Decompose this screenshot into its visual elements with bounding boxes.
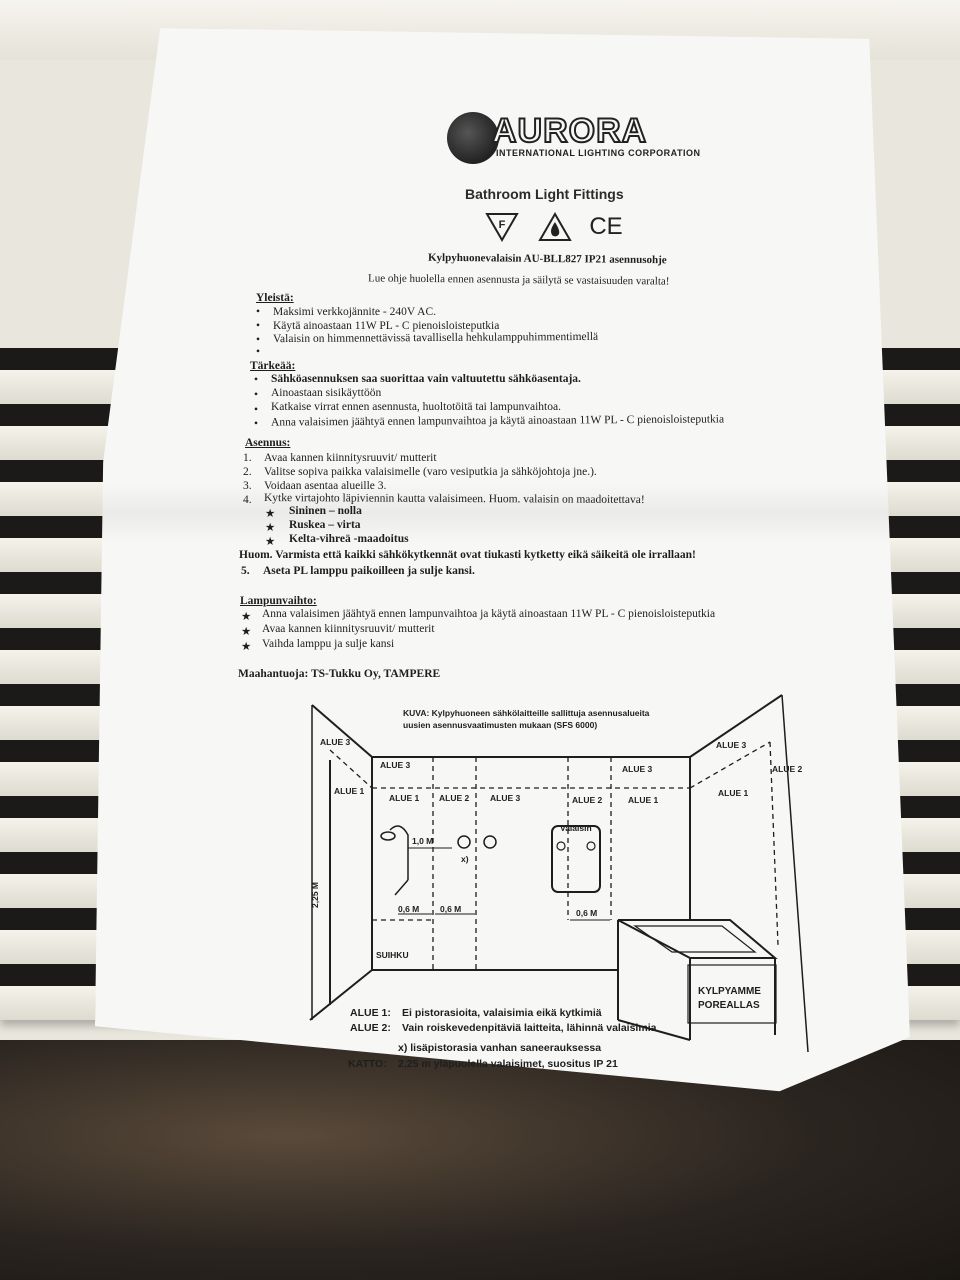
step-text: Valitse sopiva paikka valaisimelle (varo… [264, 466, 597, 478]
legend-text: 2,25 m yläpuolella valaisimet, suositus … [398, 1058, 618, 1070]
flame-triangle-icon [538, 212, 572, 241]
diagram-caption-2: uusien asennusvaatimusten mukaan (SFS 60… [403, 720, 597, 730]
shower-head-icon [380, 825, 409, 896]
logo-tagline: INTERNATIONAL LIGHTING CORPORATION [496, 148, 701, 158]
dimension-label: 0,6 M [398, 904, 419, 914]
step-number: 1. [243, 452, 252, 464]
dimension-label: 1,0 M [412, 836, 433, 846]
ce-mark-icon: CE [589, 213, 622, 240]
bath-label: POREALLAS [698, 1000, 760, 1011]
step-text: Aseta PL lamppu paikoilleen ja sulje kan… [263, 565, 475, 577]
step-text: Avaa kannen kiinnitysruuvit/ mutterit [264, 452, 437, 464]
step-number: 2. [243, 466, 252, 478]
luminaire-label: Valaisin [560, 823, 592, 833]
bullet-icon: • [256, 306, 261, 318]
general-item: Maksimi verkkojännite - 240V AC. [273, 306, 437, 318]
star-icon: ★ [265, 522, 276, 534]
legend-text: Ei pistorasioita, valaisimia eikä kytkim… [402, 1007, 602, 1019]
zone-label: ALUE 3 [490, 793, 521, 803]
ce-mark-letters: CE [589, 213, 622, 240]
luminaire-icon [551, 825, 601, 893]
general-heading: Yleistä: [256, 292, 294, 304]
dimension-label: 0,6 M [576, 908, 597, 918]
bullet-icon: • [254, 404, 259, 416]
zone-label: ALUE 2 [772, 764, 803, 774]
zone-label: ALUE 2 [439, 793, 470, 803]
f-mark-letter: F [499, 219, 506, 231]
step-number: 4. [243, 494, 252, 506]
legend-key: ALUE 2: [350, 1022, 391, 1034]
importer-text: Maahantuoja: TS-Tukku Oy, TAMPERE [238, 668, 441, 680]
lamp-change-item: Avaa kannen kiinnitysruuvit/ mutterit [262, 623, 435, 635]
wire-item: Sininen – nolla [289, 505, 362, 517]
step-number: 5. [241, 565, 250, 577]
important-item: Sähköasennuksen saa suorittaa vain valtu… [271, 373, 581, 385]
star-icon: ★ [241, 626, 252, 638]
bullet-icon: • [254, 389, 259, 401]
installation-heading: Asennus: [245, 437, 291, 449]
bullet-icon: • [256, 320, 261, 332]
legend-text: x) lisäpistorasia vanhan saneerauksessa [398, 1042, 601, 1054]
zone-label: ALUE 1 [718, 788, 749, 798]
star-icon: ★ [265, 536, 276, 548]
important-item: Katkaise virrat ennen asennusta, huoltot… [271, 401, 561, 413]
bullet-icon: • [254, 374, 259, 386]
step-text: Voidaan asentaa alueille 3. [264, 480, 387, 492]
step-number: 3. [243, 480, 252, 492]
zone-label: ALUE 3 [380, 760, 411, 770]
general-item: Käytä ainoastaan 11W PL - C pienoisloist… [273, 320, 500, 332]
zone-label: ALUE 2 [572, 795, 603, 805]
installation-note: Huom. Varmista että kaikki sähkökytkennä… [239, 549, 696, 561]
bullet-icon: • [256, 346, 261, 358]
diagram-caption-1: KUVA: Kylpyhuoneen sähkölaitteille salli… [403, 708, 650, 718]
lamp-change-item: Vaihda lamppu ja sulje kansi [262, 638, 395, 650]
important-item: Ainoastaan sisikäyttöön [271, 387, 382, 399]
bullet-icon: • [254, 418, 259, 430]
socket-icon [483, 835, 497, 849]
bath-label-box [687, 964, 777, 1024]
instruction-sheet [95, 28, 910, 1092]
lamp-change-heading: Lampunvaihto: [240, 595, 317, 607]
globe-logo-icon [447, 112, 499, 164]
socket-note-mark: x) [461, 854, 469, 864]
bath-label: KYLPYAMME [698, 986, 761, 997]
logo-wordmark: AURORA [491, 111, 648, 151]
lamp-change-item: Anna valaisimen jäähtyä ennen lampunvaih… [262, 608, 716, 620]
f-mark-icon: F [485, 213, 519, 242]
bullet-icon: • [256, 334, 261, 346]
zone-label: ALUE 1 [628, 795, 659, 805]
height-label: 2,25 M [310, 882, 320, 908]
zone-label: ALUE 3 [320, 737, 351, 747]
legend-key: KATTO: [348, 1058, 387, 1070]
zone-label: ALUE 1 [334, 786, 365, 796]
legend-text: Vain roiskevedenpitäviä laitteita, lähin… [402, 1022, 657, 1034]
wire-item: Kelta-vihreä -maadoitus [289, 533, 409, 545]
star-icon: ★ [241, 611, 252, 623]
socket-icon [457, 835, 471, 849]
star-icon: ★ [241, 641, 252, 653]
wire-item: Ruskea – virta [289, 519, 361, 531]
dimension-label: 0,6 M [440, 904, 461, 914]
shower-label: SUIHKU [376, 950, 409, 960]
important-heading: Tärkeää: [250, 360, 296, 372]
star-icon: ★ [265, 508, 276, 520]
legend-key: ALUE 1: [350, 1007, 391, 1019]
zone-label: ALUE 3 [716, 740, 747, 750]
zone-label: ALUE 1 [389, 793, 420, 803]
product-title: Bathroom Light Fittings [465, 186, 624, 202]
zone-label: ALUE 3 [622, 764, 653, 774]
paper-fold [95, 483, 910, 543]
